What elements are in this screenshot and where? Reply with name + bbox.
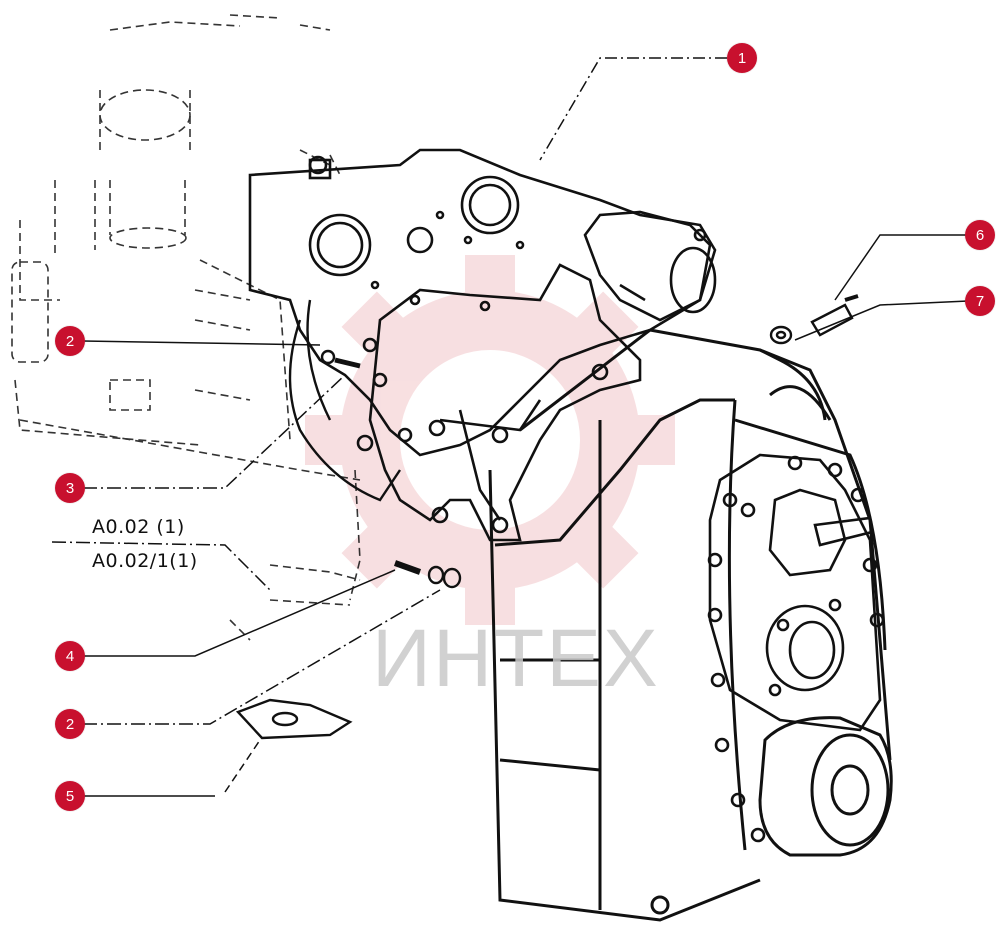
engine-background-sketch [11, 14, 361, 641]
top-motor [583, 210, 717, 322]
bell-housing [288, 299, 401, 502]
output-flange [650, 716, 893, 915]
callout-badge: 6 [965, 220, 995, 250]
side-cover [707, 453, 885, 843]
fasteners [235, 294, 859, 740]
callout-badge: 2 [55, 709, 85, 739]
part-ref-label: A0.02 (1) [92, 516, 185, 538]
part-ref-label: A0.02/1(1) [92, 550, 198, 572]
watermark-text: ИНТЕХ [372, 613, 660, 704]
callout-badge: 2 [55, 326, 85, 356]
adapter-bracket [356, 263, 642, 542]
callout-badge: 4 [55, 641, 85, 671]
callout-badge: 7 [965, 286, 995, 316]
callout-badge: 1 [727, 43, 757, 73]
leader-lines [51, 57, 969, 797]
watermark-gear-icon [305, 255, 675, 625]
callout-badge: 3 [55, 473, 85, 503]
callout-badge: 5 [55, 781, 85, 811]
